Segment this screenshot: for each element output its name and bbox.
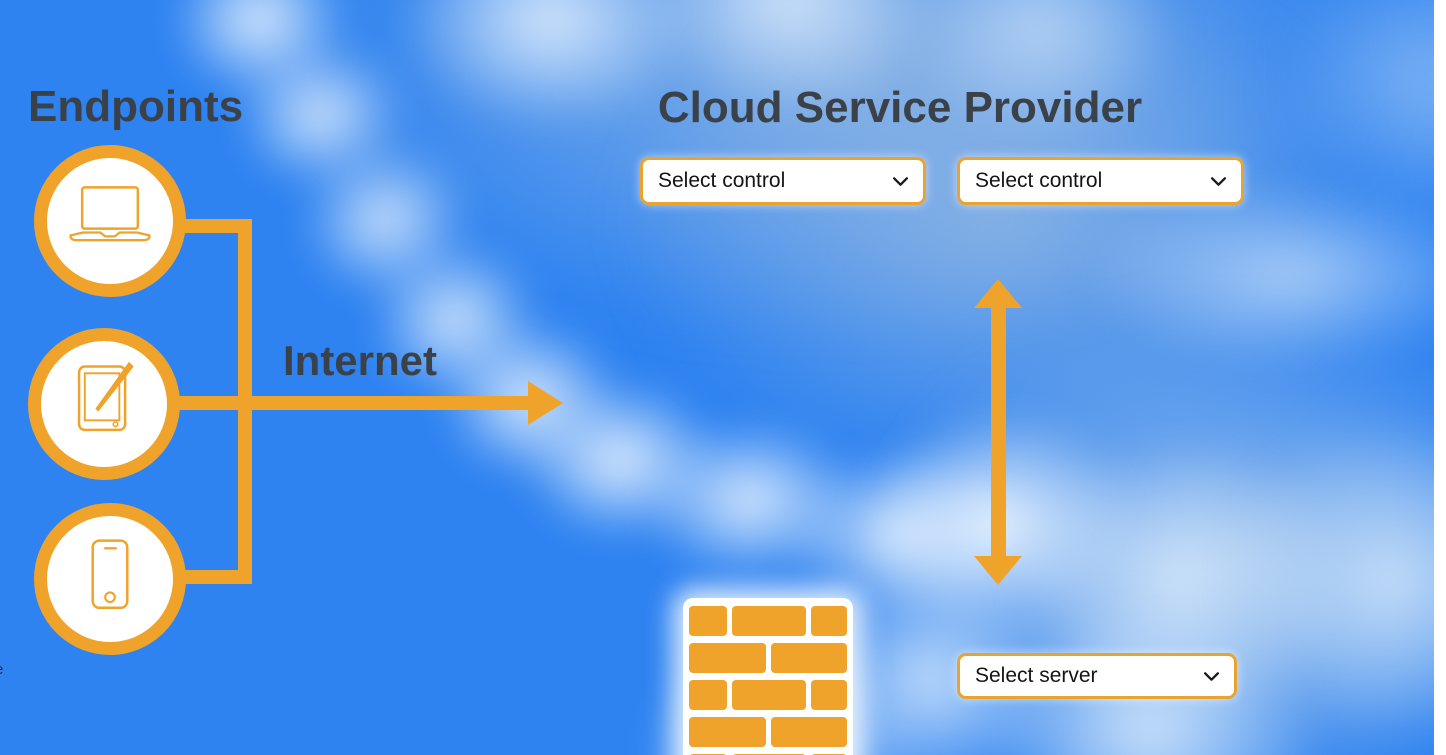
control-select-1[interactable]: Select control: [640, 157, 926, 205]
chevron-down-icon: [892, 176, 909, 186]
cloud: [1080, 180, 1446, 370]
endpoint-smartphone: [34, 503, 186, 655]
endpoints-title: Endpoints: [28, 82, 244, 131]
server-select-value: Select server: [975, 664, 1098, 687]
control-select-2-value: Select control: [975, 169, 1103, 192]
brick: [771, 717, 847, 747]
laptop-connector-line: [170, 219, 252, 233]
brick: [689, 680, 727, 710]
control-select-2[interactable]: Select control: [957, 157, 1244, 205]
cloud: [1220, 420, 1446, 740]
cloud: [235, 40, 405, 190]
internet-arrowhead: [528, 381, 563, 425]
smartphone-icon: [91, 539, 129, 610]
clipped-text-fragment: e: [0, 661, 3, 678]
arrow-down-head: [974, 556, 1022, 585]
phone-connector-line: [170, 570, 252, 584]
firewall-brick-icon: [683, 598, 853, 755]
control-select-1-value: Select control: [658, 169, 786, 192]
cloud: [300, 140, 470, 300]
cloud-service-provider-title: Cloud Service Provider: [657, 83, 1143, 132]
brick: [732, 680, 806, 710]
cloud: [1280, 0, 1446, 220]
chevron-down-icon: [1210, 176, 1227, 186]
firewall-row: [689, 717, 847, 747]
endpoint-tablet: [28, 328, 180, 480]
cloud: [780, 450, 1020, 620]
brick: [732, 606, 806, 636]
chevron-down-icon: [1203, 671, 1220, 681]
bidirectional-arrow-shaft: [991, 302, 1006, 558]
firewall-row: [689, 643, 847, 673]
firewall-row: [689, 606, 847, 636]
firewall-row: [689, 680, 847, 710]
brick: [689, 717, 766, 747]
laptop-icon: [69, 186, 151, 242]
brick: [811, 680, 847, 710]
brick: [771, 643, 847, 673]
internet-arrow-shaft: [170, 396, 530, 410]
brick: [689, 643, 766, 673]
endpoint-laptop: [34, 145, 186, 297]
brick: [811, 606, 847, 636]
arrow-up-head: [974, 279, 1022, 308]
page-edge-strip: [1434, 0, 1446, 755]
internet-label: Internet: [283, 337, 438, 384]
server-select[interactable]: Select server: [957, 653, 1237, 699]
cloud: [640, 420, 860, 580]
brick: [689, 606, 727, 636]
tablet-stylus-icon: [77, 361, 134, 432]
